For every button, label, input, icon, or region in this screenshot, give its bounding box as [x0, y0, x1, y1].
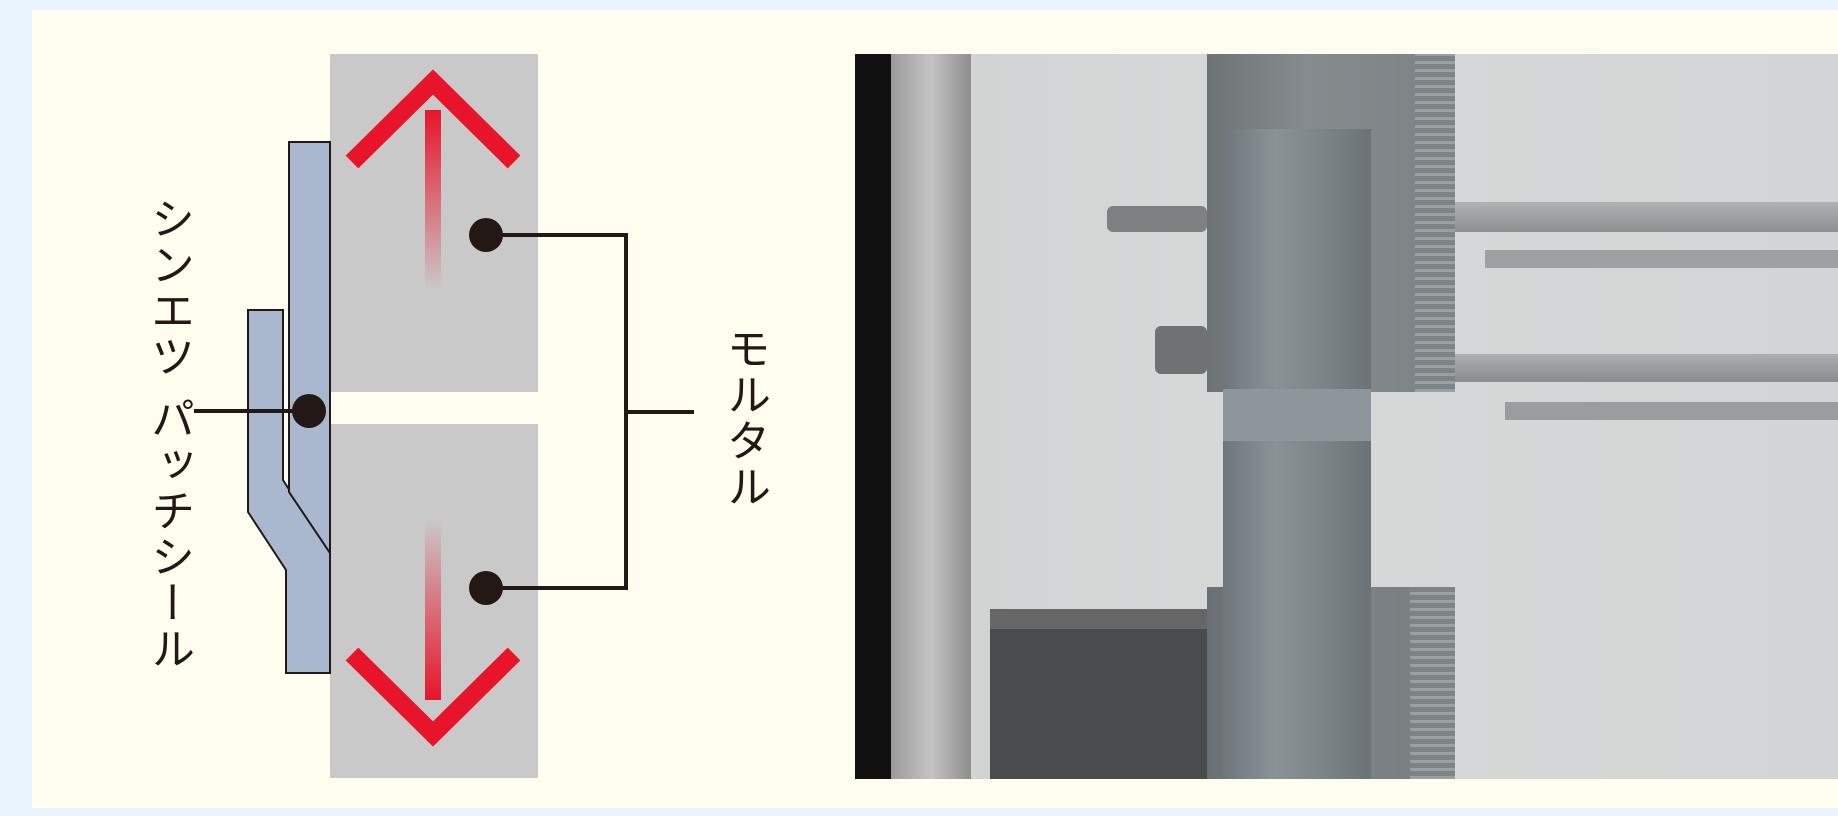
patch-seal-leader-line: [194, 394, 326, 428]
arrow-up-icon: [345, 69, 521, 290]
mortar-label: モルタル: [719, 326, 770, 510]
patch-seal-inner: [288, 141, 331, 557]
photo-patch-seal-strip: [1223, 129, 1371, 779]
photo-ruler-upper: [1415, 54, 1455, 392]
patch-seal-label: シンエツ パッチシール: [143, 196, 194, 672]
figure-panel: シンエツ パッチシール モルタル: [32, 10, 1838, 808]
photo-extensometer-lower-2: [1505, 402, 1838, 420]
photo-dark-edge: [855, 54, 891, 779]
photo-extensometer-lower: [1455, 354, 1838, 382]
diagram-svg: [194, 54, 694, 778]
photo-base-block: [990, 626, 1220, 779]
photo-extensometer-upper-2: [1485, 250, 1838, 268]
mortar-leader-line: [469, 218, 694, 605]
photo-clamp-lower: [1155, 326, 1207, 374]
photo-extensometer-upper: [1455, 202, 1838, 232]
tensile-test-diagram: シンエツ パッチシール モルタル: [32, 10, 852, 808]
photo-base-block-top: [990, 609, 1220, 629]
photo-patch-seal-band: [1223, 389, 1371, 441]
test-photo: [855, 54, 1838, 779]
photo-clamp-upper: [1107, 206, 1207, 232]
arrow-down-icon: [345, 520, 521, 747]
photo-ruler-lower: [1410, 587, 1455, 779]
photo-machine-column: [891, 54, 971, 779]
